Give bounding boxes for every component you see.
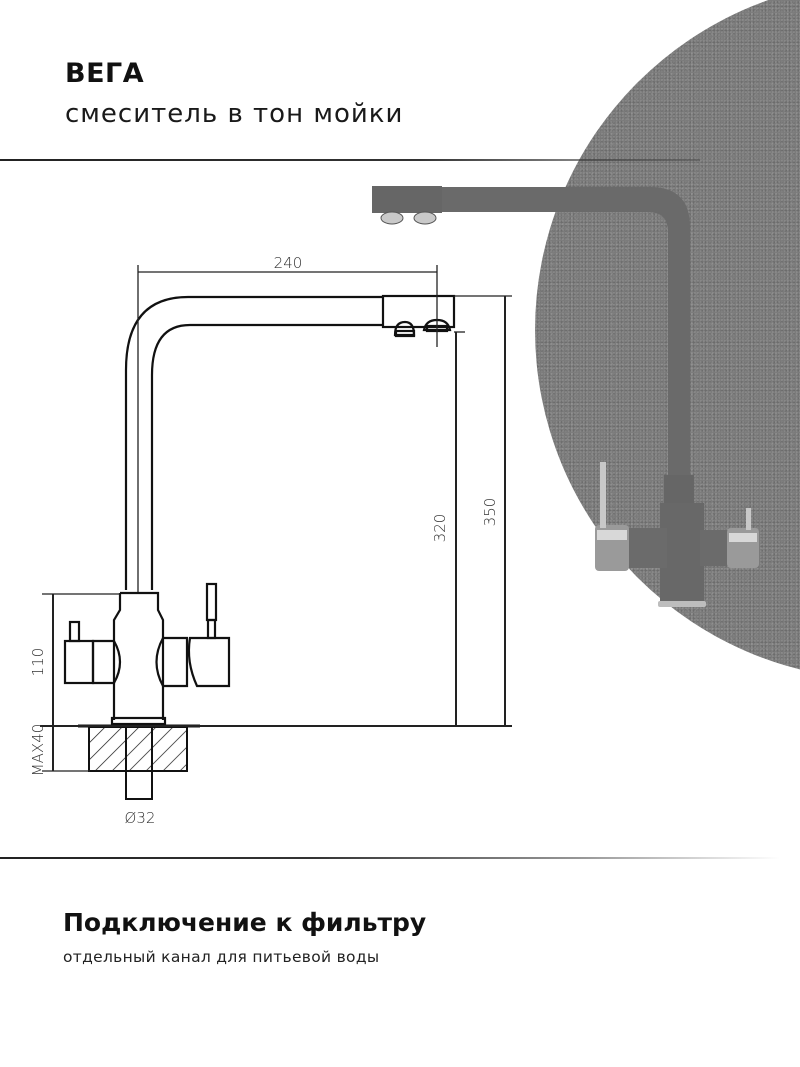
dim-240-label: 240 (274, 254, 303, 272)
dim-110-label: 110 (29, 648, 47, 677)
feature-subtitle: отдельный канал для питьевой воды (63, 948, 380, 966)
dim-320-label: 320 (431, 514, 449, 543)
product-title: ВЕГА (65, 58, 145, 89)
faucet-line-drawing (63, 294, 456, 726)
countertop-section (78, 724, 200, 800)
feature-title: Подключение к фильтру (63, 908, 427, 937)
dimension-lines (40, 265, 512, 772)
dim-350-label: 350 (481, 498, 499, 527)
top-divider (0, 159, 700, 161)
dim-max40-label: MAX40 (29, 724, 47, 777)
dim-diameter-label: Ø32 (125, 809, 156, 827)
product-subtitle: смеситель в тон мойки (65, 99, 404, 129)
bottom-divider (0, 857, 780, 859)
product-render-faucet (372, 186, 759, 607)
